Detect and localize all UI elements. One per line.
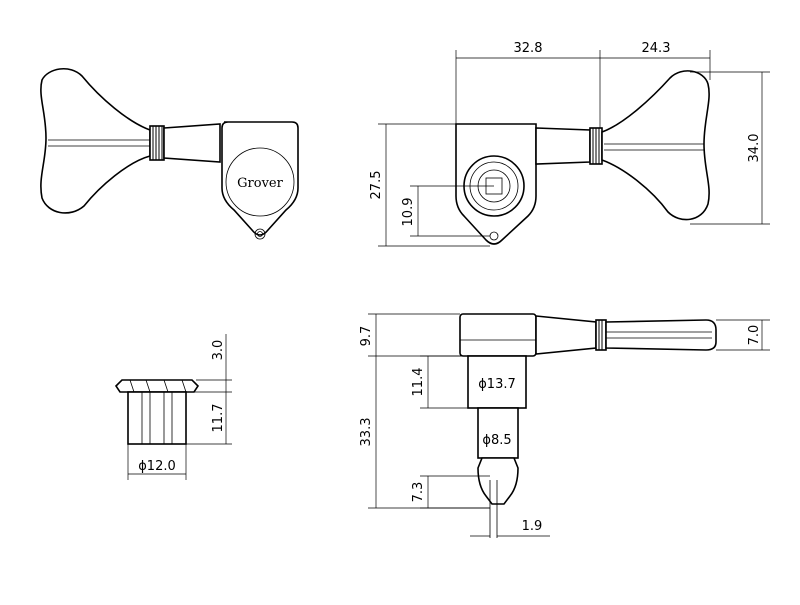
dim-10-9: 10.9 (401, 185, 494, 237)
side-post-lower (477, 407, 519, 459)
front-shaft (163, 123, 221, 163)
front-badge (225, 147, 295, 217)
dim-24-3-label: 24.3 (642, 41, 671, 56)
dim-side-33-3: 33.3 (359, 356, 490, 509)
brand-label: Grover (237, 176, 283, 191)
bushing-view: 3.0 11.7 ϕ12.0 (114, 334, 232, 480)
dim-bush-3-0-label: 3.0 (211, 340, 226, 361)
dim-side-9-7-label: 9.7 (359, 326, 374, 347)
back-collar (589, 127, 603, 165)
back-key (601, 70, 710, 221)
dim-side-1-9: 1.9 (470, 519, 550, 537)
dim-side-7-0: 7.0 (716, 319, 770, 351)
dim-bush-dia-label: ϕ12.0 (138, 459, 176, 474)
dim-bush-11-7-label: 11.7 (211, 404, 226, 433)
dim-side-33-3-label: 33.3 (359, 418, 374, 447)
dim-27-5: 27.5 (369, 123, 490, 247)
dim-34-0-label: 34.0 (747, 134, 762, 163)
dim-side-7-3-label: 7.3 (411, 482, 426, 503)
front-key (40, 68, 151, 214)
bushing-cap (114, 379, 200, 393)
dim-dia-13-7-label: ϕ13.7 (478, 377, 516, 392)
dim-side-7-3: 7.3 (411, 475, 490, 509)
side-housing (459, 313, 537, 357)
mount-hole (254, 228, 266, 240)
dim-32-8: 32.8 (455, 41, 601, 128)
back-view: 32.8 24.3 34.0 27.5 10.9 (369, 41, 770, 247)
side-shaft (535, 315, 597, 355)
dim-34-0: 34.0 (690, 71, 770, 225)
dim-24-3: 24.3 (600, 41, 711, 80)
dim-bush-dia: ϕ12.0 (127, 444, 187, 480)
dim-dia-8-5-label: ϕ8.5 (482, 433, 511, 448)
dim-bush-11-7: 11.7 (186, 392, 232, 445)
front-housing (221, 121, 299, 236)
dim-10-9-label: 10.9 (401, 198, 416, 227)
dim-32-8-label: 32.8 (514, 41, 543, 56)
front-view: Grover (40, 68, 299, 240)
dim-side-1-9-label: 1.9 (522, 519, 543, 534)
bushing-body (127, 391, 187, 445)
dim-side-7-0-label: 7.0 (747, 325, 762, 346)
dim-side-11-4-label: 11.4 (411, 368, 426, 397)
back-shaft (535, 127, 591, 165)
front-collar (149, 125, 165, 161)
side-key (605, 319, 717, 351)
dim-bush-3-0: 3.0 (194, 334, 232, 393)
dim-side-9-7: 9.7 (359, 313, 468, 357)
side-post-upper (467, 355, 527, 409)
side-view: ϕ13.7 ϕ8.5 9.7 33.3 11.4 7.3 (359, 313, 770, 538)
dim-side-11-4: 11.4 (411, 355, 478, 409)
dim-27-5-label: 27.5 (369, 171, 384, 200)
side-string-post (477, 457, 519, 505)
